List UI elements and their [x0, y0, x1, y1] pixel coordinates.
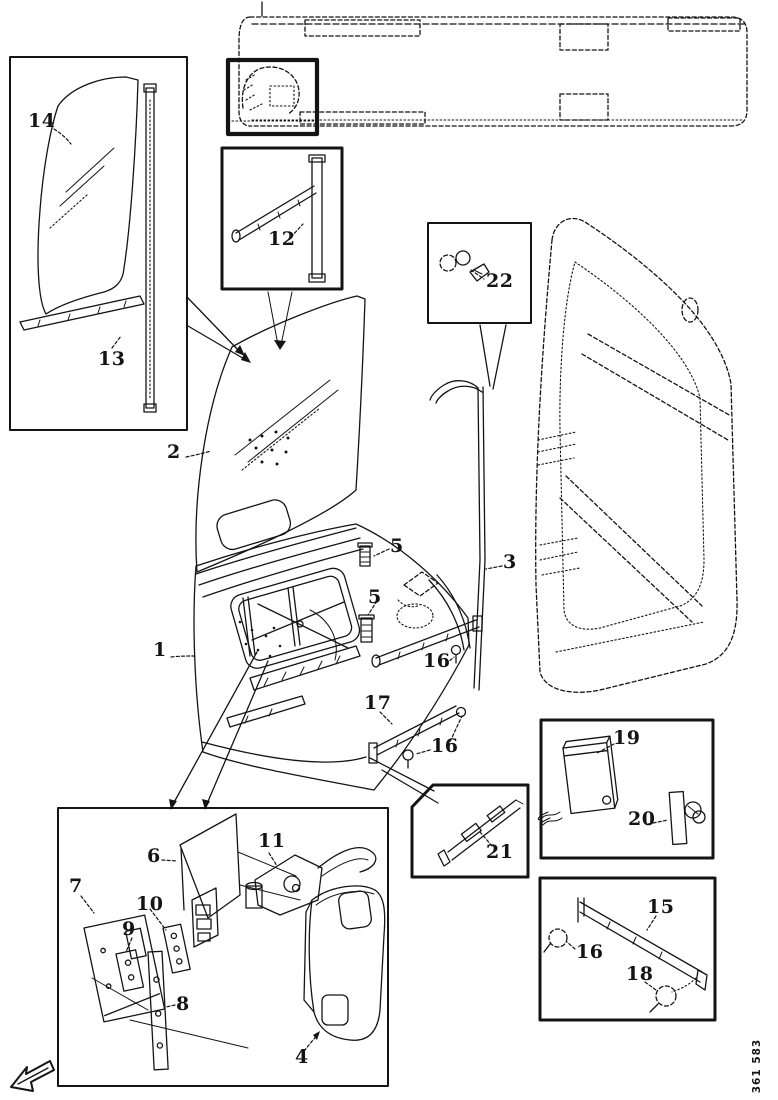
lift-rail: [371, 615, 483, 668]
callout-17: 17: [364, 692, 392, 714]
callout-11: 11: [258, 830, 286, 852]
clip-18: [649, 977, 697, 1013]
trim-strip-3: [429, 324, 507, 691]
pin-16-a: [450, 644, 462, 664]
callout-6: 6: [147, 845, 161, 867]
bracket-box-21: [410, 783, 530, 879]
leader-lines-to-box-21: [369, 757, 439, 804]
callout-10: 10: [136, 893, 164, 915]
callout-19: 19: [613, 727, 641, 749]
callout-9: 9: [122, 918, 136, 940]
callout-3: 3: [503, 551, 517, 573]
rail-box-15-16-18: [538, 876, 717, 1022]
grommet-5-lower: [358, 614, 375, 643]
panel-window-opening: [230, 567, 361, 669]
door-panel-1: [193, 523, 471, 791]
glass-perforation-dots: [248, 430, 290, 466]
callout-16-b: 16: [431, 735, 459, 757]
pin-16-b: [402, 706, 467, 769]
glass-strip-13: [19, 295, 145, 331]
lock-parts-box: [57, 807, 389, 1087]
bracket-21: [437, 799, 524, 867]
callout-22: 22: [486, 270, 514, 292]
callout-1: 1: [153, 639, 167, 661]
callout-16-a: 16: [423, 650, 451, 672]
clip-16-c: [543, 928, 568, 953]
callout-14: 14: [28, 110, 56, 132]
quarter-window-box: [9, 56, 188, 431]
control-module-19: [562, 735, 619, 815]
rail-15: [577, 897, 708, 991]
callout-15: 15: [647, 896, 675, 918]
cover-4: [303, 885, 386, 1041]
strip-8: [147, 950, 169, 1071]
strip-17: [368, 705, 467, 769]
window-regulator-mech: [238, 586, 349, 661]
callout-13: 13: [98, 348, 126, 370]
lock-mechanism-11: [245, 847, 377, 916]
direction-arrow-icon: [10, 1060, 55, 1092]
callout-21: 21: [486, 841, 514, 863]
grommet-5-upper: [357, 542, 373, 567]
callout-18: 18: [626, 963, 654, 985]
callout-4: 4: [295, 1046, 309, 1068]
callout-8: 8: [176, 993, 190, 1015]
callout-leaders: [53, 128, 669, 1052]
block-10: [162, 923, 191, 974]
module-box-19-20: [537, 718, 715, 860]
module-wires: [537, 811, 563, 827]
callout-12: 12: [268, 228, 296, 250]
figure-number: 361 583: [751, 1038, 763, 1094]
callout-2: 2: [167, 441, 181, 463]
regulator-rod-box: [220, 146, 344, 350]
door-glass-2: [195, 295, 366, 573]
top-rail-part: [238, 1, 748, 127]
regulator-rod-12: [231, 185, 317, 243]
quarter-glass-14: [37, 76, 139, 315]
clip-box-22: [427, 222, 532, 324]
inner-handle-sketch: [396, 571, 439, 629]
leader-lines-to-lock-box: [169, 651, 269, 810]
block-9: [115, 949, 145, 992]
glass-lower-cutout: [216, 499, 292, 551]
armrest-bar: [226, 645, 361, 728]
callout-7: 7: [69, 875, 83, 897]
cab-door-frame: [535, 217, 738, 693]
bracket-20: [668, 790, 706, 846]
glass-channel: [143, 83, 157, 413]
top-rail-detail-box: [225, 57, 320, 137]
callout-5-upper: 5: [390, 535, 404, 557]
rod-channel: [308, 154, 326, 283]
callout-16-c: 16: [576, 941, 604, 963]
leader-arrows-to-glass: [186, 296, 251, 363]
callout-20: 20: [628, 808, 656, 830]
bracket-6: [179, 813, 301, 948]
callout-5-lower: 5: [368, 586, 382, 608]
